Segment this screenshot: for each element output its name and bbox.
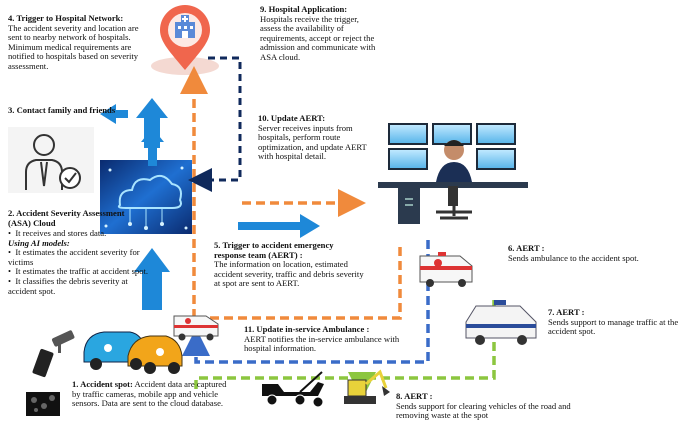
step7-text: Sends support to manage traffic at the a…	[548, 316, 679, 337]
step10-block: 10. Update AERT: Server receives inputs …	[258, 113, 376, 162]
navy-dash-hospital-to-cloud	[188, 56, 242, 192]
step2-list: • It receives and stores data. Using AI …	[8, 228, 150, 296]
step6-title: 6. AERT :	[508, 243, 545, 253]
excavator-icon	[344, 369, 390, 404]
step11-text: AERT notifies the in-service ambulance w…	[244, 333, 400, 354]
hospital-location-pin-icon	[151, 5, 219, 75]
in-service-ambulance-icon	[173, 315, 219, 341]
step2-bullet-receive: • It receives and stores data.	[8, 228, 107, 238]
vehicle-sensor-icon	[26, 392, 60, 416]
step2-block: 2. Accident Severity Assessment (ASA) Cl…	[8, 208, 144, 228]
step2-bullet-debris: • It classifies the debris severity at a…	[8, 275, 128, 296]
step2-title: 2. Accident Severity Assessment (ASA) Cl…	[8, 208, 125, 228]
step2-bullet-severity: • It estimates the accident severity for…	[8, 247, 140, 267]
blue-arrow-right	[238, 214, 320, 238]
cctv-camera-icon	[51, 330, 75, 353]
step8-block: 8. AERT : Sends support for clearing veh…	[396, 391, 596, 421]
step4-block: 4. Trigger to Hospital Network: The acci…	[8, 13, 153, 72]
blue-arrow-left	[100, 104, 128, 124]
step3-title: 3. Contact family and friends	[8, 105, 116, 115]
step9-text: Hospitals receive the trigger, assess th…	[260, 13, 376, 62]
step7-title: 7. AERT :	[548, 307, 585, 317]
step6-text: Sends ambulance to the accident spot.	[508, 252, 639, 263]
person-checkmark-icon	[8, 127, 94, 193]
crashed-cars-icon	[83, 331, 183, 374]
step2-ai-heading: Using AI models:	[8, 237, 70, 248]
step8-text: Sends support for clearing vehicles of t…	[396, 400, 571, 421]
step5-title: 5. Trigger to accident emergency respons…	[214, 240, 334, 260]
step6-block: 6. AERT : Sends ambulance to the acciden…	[508, 243, 688, 263]
blue-arrow-up-3	[136, 98, 168, 148]
step10-title: 10. Update AERT:	[258, 113, 326, 123]
step1-title: 1. Accident spot:	[72, 379, 133, 389]
step7-block: 7. AERT : Sends support to manage traffi…	[548, 307, 688, 337]
step9-block: 9. Hospital Application: Hospitals recei…	[260, 4, 378, 63]
green-dash-support	[194, 300, 496, 392]
step10-text: Server receives inputs from hospitals, p…	[258, 122, 367, 162]
step1-block: 1. Accident spot: Accident data are capt…	[72, 379, 232, 409]
cloud-network-icon	[100, 160, 192, 234]
orange-dash-to-ambulance	[196, 244, 402, 320]
step2-bullet-traffic: • It estimates the traffic at accident s…	[8, 266, 149, 277]
step4-title: 4. Trigger to Hospital Network:	[8, 13, 124, 23]
control-room-operator-icon	[378, 123, 528, 224]
step4-text: The accident severity and location are s…	[8, 22, 139, 71]
step9-title: 9. Hospital Application:	[260, 4, 348, 14]
step5-text: The information on location, estimated a…	[214, 259, 364, 289]
step11-title: 11. Update in-service Ambulance :	[244, 324, 370, 334]
blue-arrow-up-2	[134, 248, 170, 310]
mobile-phone-icon	[32, 348, 54, 378]
police-car-icon	[465, 300, 537, 345]
step8-title: 8. AERT :	[396, 391, 433, 401]
step1-text: Accident data are captured by traffic ca…	[72, 379, 227, 409]
step5-block: 5. Trigger to accident emergency respons…	[214, 240, 366, 289]
step3-block: 3. Contact family and friends	[8, 105, 158, 116]
step11-block: 11. Update in-service Ambulance : AERT n…	[244, 324, 404, 354]
tow-truck-icon	[262, 371, 324, 408]
ambulance-icon	[419, 252, 473, 287]
blue-dash-update-ambulance	[182, 240, 430, 364]
